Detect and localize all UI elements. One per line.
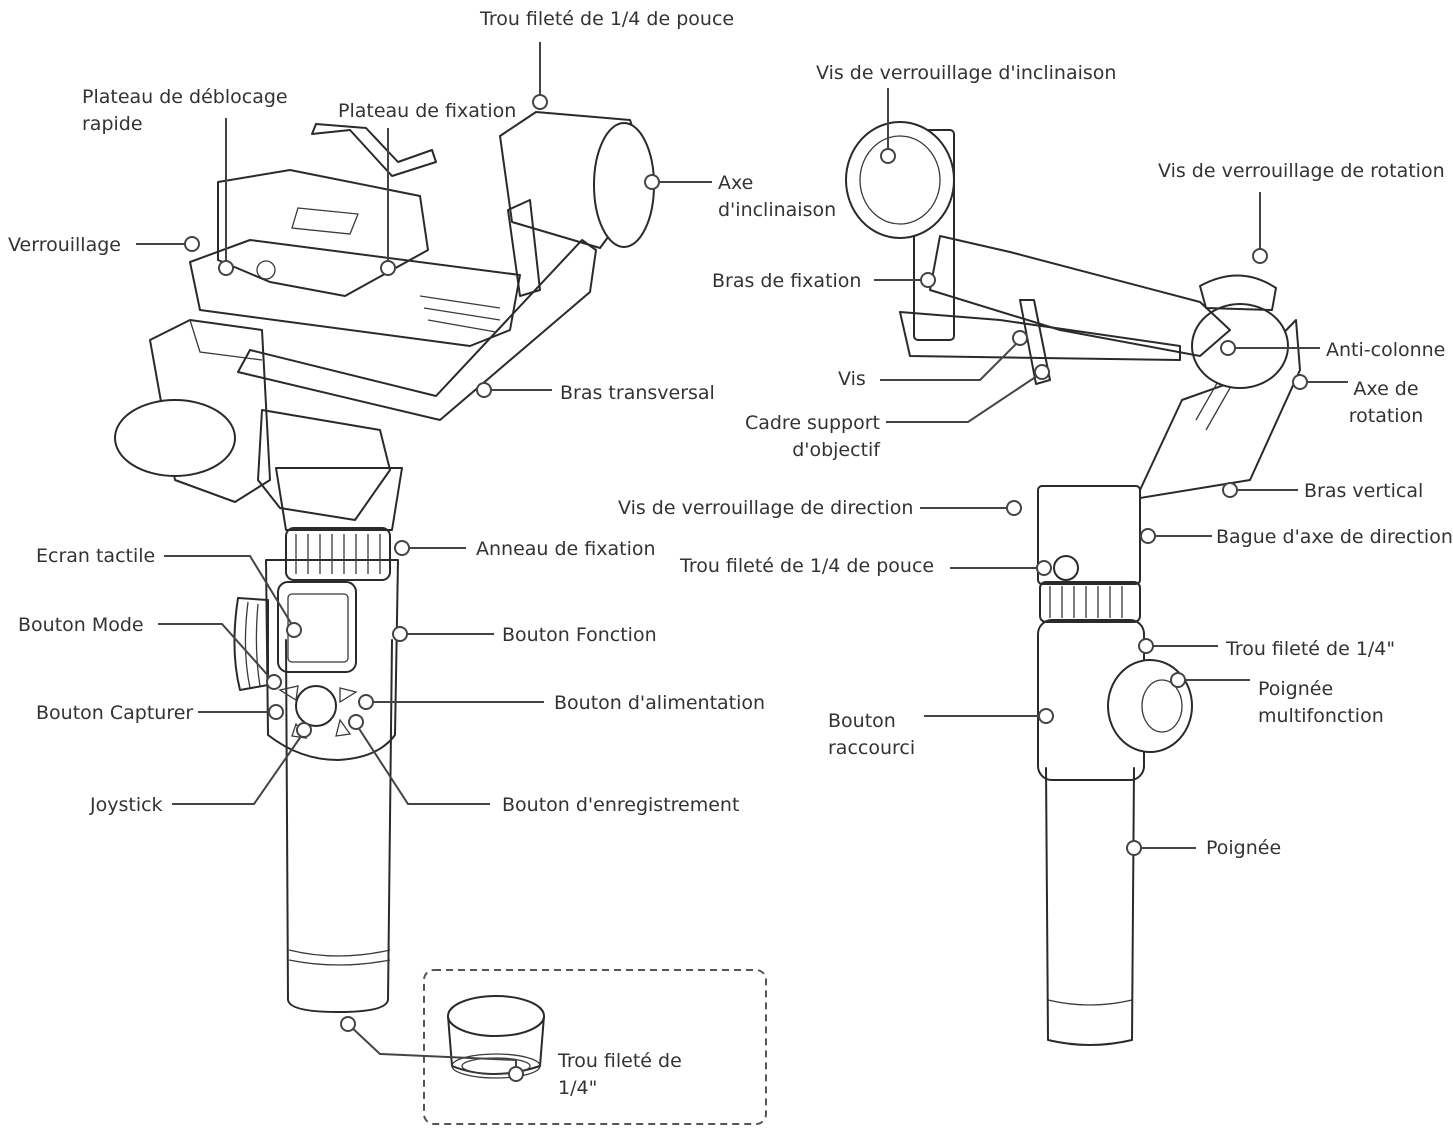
left-handle [285, 639, 393, 1013]
right-tilt-motor [845, 121, 955, 239]
right-vertical-arm [1139, 319, 1301, 499]
label-bouton-alimentation: Bouton d'alimentation [554, 692, 766, 714]
label-axe-rotation: Axe de rotation [1348, 378, 1424, 427]
left-baseplate-shape [189, 239, 521, 347]
right-upper-column [1037, 485, 1141, 585]
inset-box [423, 969, 767, 1125]
label-trou-filete-top: Trou fileté de 1/4 de pouce [480, 8, 735, 30]
label-bouton-fonction: Bouton Fonction [502, 624, 657, 646]
label-bague-axe-direction: Bague d'axe de direction [1216, 526, 1453, 548]
inset-base-puck [447, 995, 545, 1079]
left-handle-body [265, 559, 399, 761]
left-gimbal-drawing [114, 111, 655, 1013]
label-bras-fixation: Bras de fixation [712, 270, 862, 292]
label-vis-verrouillage-inclinaison: Vis de verrouillage d'inclinaison [816, 62, 1117, 84]
label-bouton-capturer: Bouton Capturer [36, 702, 194, 724]
label-trou-filete-bottom: Trou fileté de 1/4" [558, 1050, 682, 1099]
label-verrouillage: Verrouillage [8, 234, 121, 256]
label-bouton-enregistrement: Bouton d'enregistrement [502, 794, 740, 816]
label-cadre-support: Cadre support d'objectif [744, 412, 880, 461]
right-handle [1045, 767, 1135, 1046]
label-trou-filete-pouce: Trou fileté de 1/4 de pouce [680, 555, 935, 577]
label-vis: Vis [838, 368, 866, 390]
label-bouton-raccourci: Bouton raccourci [828, 710, 916, 759]
label-anneau-fixation: Anneau de fixation [476, 538, 656, 560]
label-bouton-mode: Bouton Mode [18, 614, 144, 636]
left-quick-release-shape [217, 169, 429, 297]
right-gimbal-drawing [845, 121, 1301, 1046]
left-joystick-shape [295, 685, 337, 727]
leader-lines [136, 42, 1348, 1082]
label-vis-verrouillage-rotation: Vis de verrouillage de rotation [1158, 160, 1445, 182]
right-cross-arm [929, 235, 1231, 357]
label-bras-transversal: Bras transversal [560, 382, 715, 404]
label-plateau-fixation: Plateau de fixation [338, 100, 517, 122]
label-ecran-tactile: Ecran tactile [36, 545, 156, 567]
label-poignee: Poignée [1206, 837, 1282, 859]
label-poignee-multifonction: Poignée multifonction [1258, 678, 1384, 727]
label-axe-inclinaison: Axe d'inclinaison [718, 172, 837, 221]
left-roll-motor-cap [114, 399, 236, 477]
label-trou-filete-side: Trou fileté de 1/4" [1226, 638, 1396, 660]
label-bras-vertical: Bras vertical [1304, 480, 1424, 502]
left-cross-arm-shape [237, 239, 597, 421]
right-pan-motor [1191, 303, 1289, 389]
label-anti-colonne: Anti-colonne [1326, 339, 1446, 361]
label-joystick: Joystick [90, 794, 163, 816]
left-ring-shape [285, 527, 391, 581]
label-plateau-deblocage: Plateau de déblocage rapide [82, 86, 288, 135]
left-touchscreen-frame [277, 581, 357, 673]
label-vis-verrouillage-direction: Vis de verrouillage de direction [618, 497, 914, 519]
left-side-wheel [233, 597, 269, 691]
